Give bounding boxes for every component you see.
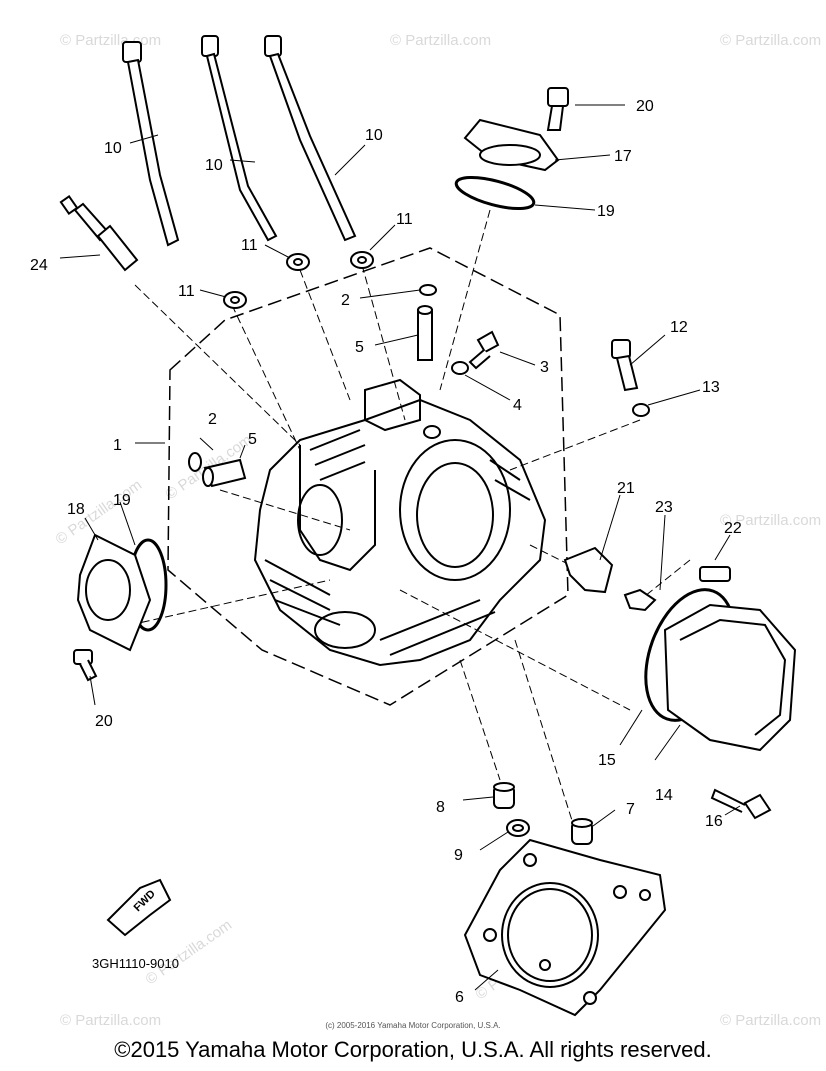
callout-9: 9 [454, 847, 463, 864]
callout-10: 10 [205, 157, 223, 174]
callout-1: 1 [113, 437, 122, 454]
callout-11: 11 [241, 237, 258, 254]
callout-2: 2 [341, 292, 350, 309]
callout-12: 12 [670, 319, 688, 336]
callout-23: 23 [655, 499, 673, 516]
callout-11: 11 [396, 211, 413, 228]
assembly-outline [167, 247, 569, 706]
callout-10: 10 [104, 140, 122, 157]
watermark: © Partzilla.com [390, 32, 491, 49]
callout-18: 18 [67, 501, 85, 518]
callout-7: 7 [626, 801, 635, 818]
watermark: © Partzilla.com [60, 32, 161, 49]
callout-24: 24 [30, 257, 48, 274]
callout-16: 16 [705, 813, 723, 830]
callout-5: 5 [355, 339, 364, 356]
leader-lines [129, 209, 691, 831]
callout-ticks [59, 104, 741, 991]
callout-2: 2 [208, 411, 217, 428]
callout-19: 19 [113, 492, 131, 509]
callout-4: 4 [513, 397, 522, 414]
callout-20: 20 [95, 713, 113, 730]
watermark: © Partzilla.com [143, 916, 236, 988]
callout-22: 22 [724, 520, 742, 537]
copyright-notice: ©2015 Yamaha Motor Corporation, U.S.A. A… [114, 1037, 712, 1062]
watermark: © Partzilla.com [60, 1012, 161, 1029]
callout-10: 10 [365, 127, 383, 144]
callout-labels: 1 2 2 3 4 5 5 6 7 8 9 10 10 10 11 11 11 … [30, 98, 742, 1006]
callout-5: 5 [248, 431, 257, 448]
head-gasket [463, 838, 667, 1017]
callout-11: 11 [178, 283, 195, 300]
watermark: © Partzilla.com [720, 32, 821, 49]
fwd-arrow-icon: FWD [106, 878, 172, 937]
stud-bolts [122, 35, 357, 247]
chain-guide-parts [563, 546, 657, 612]
valve-guides [188, 284, 437, 488]
tappet-cover-left [73, 533, 168, 682]
watermark: © Partzilla.com [720, 1012, 821, 1029]
callout-20: 20 [636, 98, 654, 115]
callout-6: 6 [455, 989, 464, 1006]
bolt-3 [451, 330, 500, 375]
watermark: © Partzilla.com [720, 512, 821, 529]
washers [223, 251, 374, 309]
callout-8: 8 [436, 799, 445, 816]
callout-13: 13 [702, 379, 720, 396]
spark-plug [59, 195, 139, 272]
callout-14: 14 [655, 787, 673, 804]
copyright-small: (c) 2005-2016 Yamaha Motor Corporation, … [325, 1021, 501, 1030]
bolt-12 [611, 339, 650, 417]
dowels [493, 782, 593, 845]
cam-cover [644, 566, 797, 820]
cylinder-head [253, 378, 547, 667]
callout-21: 21 [617, 480, 635, 497]
callout-17: 17 [614, 148, 632, 165]
callout-3: 3 [540, 359, 549, 376]
tappet-cover-top [454, 87, 569, 211]
callout-19: 19 [597, 203, 615, 220]
callout-15: 15 [598, 752, 616, 769]
diagram-code: 3GH1110-9010 [92, 956, 179, 971]
